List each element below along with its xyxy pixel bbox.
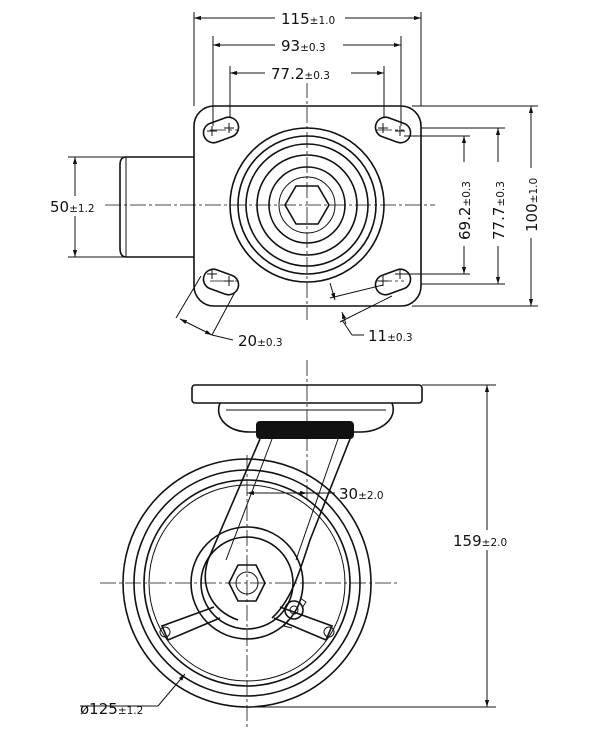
dim-plate-height-tol: ±1.0 [528, 178, 540, 204]
svg-text:93±0.3: 93±0.3 [281, 37, 326, 55]
dim-slot-v-outer: 77.7±0.3 [488, 128, 508, 284]
dim-slot-width-tol: ±0.3 [387, 332, 413, 344]
extension-lines-top [68, 12, 538, 307]
svg-text:77.7±0.3: 77.7±0.3 [490, 181, 508, 240]
dim-slot-v-outer-value: 77.7 [490, 207, 508, 240]
slot-bottom-left [202, 268, 240, 296]
svg-text:69.2±0.3: 69.2±0.3 [456, 181, 474, 240]
dim-slot-v-inner-value: 69.2 [456, 207, 474, 240]
dim-overall-height-tol: ±2.0 [482, 537, 508, 549]
dim-hole-spacing-inner-value: 77.2 [271, 65, 304, 83]
dim-plate-width-tol: ±1.0 [310, 15, 336, 27]
hex-nut-top [284, 185, 330, 225]
dim-plate-height-value: 100 [523, 203, 541, 232]
dim-hole-spacing-inner: 77.2±0.3 [230, 63, 384, 83]
dim-wheel-diameter-tol: ±1.2 [118, 705, 144, 717]
svg-text:100±1.0: 100±1.0 [523, 178, 541, 232]
dim-hole-spacing-outer: 93±0.3 [213, 35, 401, 55]
dim-slot-length-tol: ±0.3 [257, 337, 283, 349]
dim-offset-tol: ±2.0 [358, 490, 384, 502]
dim-plate-height: 100±1.0 [521, 106, 541, 306]
dim-hole-spacing-outer-value: 93 [281, 37, 300, 55]
dim-stem-height-tol: ±1.2 [69, 203, 95, 215]
fork-leg [204, 438, 351, 621]
dim-wheel-diameter-value: ø125 [80, 700, 118, 718]
dim-offset-value: 30 [339, 485, 358, 503]
dim-hole-spacing-inner-tol: ±0.3 [304, 70, 330, 82]
dim-overall-height-value: 159 [453, 532, 482, 550]
dim-plate-width-value: 115 [281, 10, 310, 28]
dim-slot-width-value: 11 [368, 327, 387, 345]
dim-slot-length: 20±0.3 [175, 275, 283, 350]
svg-text:77.2±0.3: 77.2±0.3 [271, 65, 330, 83]
dim-slot-width: 11±0.3 [329, 282, 413, 345]
stem-body [119, 156, 194, 258]
svg-text:20±0.3: 20±0.3 [238, 332, 283, 350]
top-plate [193, 105, 422, 307]
dim-overall-height: 159±2.0 [247, 384, 522, 708]
dim-plate-width: 115±1.0 [194, 8, 421, 28]
svg-text:115±1.0: 115±1.0 [281, 10, 335, 28]
svg-text:50±1.2: 50±1.2 [50, 198, 95, 216]
dim-slot-length-value: 20 [238, 332, 257, 350]
svg-text:11±0.3: 11±0.3 [368, 327, 413, 345]
svg-text:159±2.0: 159±2.0 [453, 532, 507, 550]
dim-stem-height: 50±1.2 [48, 157, 102, 257]
dim-slot-v-outer-tol: ±0.3 [495, 181, 507, 207]
dim-slot-v-inner-tol: ±0.3 [461, 181, 473, 207]
dim-offset: 30±2.0 [247, 485, 384, 503]
slot-bottom-right [374, 268, 412, 296]
side-view [100, 360, 423, 730]
dim-stem-height-value: 50 [50, 198, 69, 216]
dim-hole-spacing-outer-tol: ±0.3 [300, 42, 326, 54]
svg-text:30±2.0: 30±2.0 [339, 485, 384, 503]
slot-top-left [202, 116, 240, 144]
dim-wheel-diameter: ø125±1.2 [80, 673, 186, 718]
dim-slot-v-inner: 69.2±0.3 [454, 136, 474, 274]
top-view [105, 82, 435, 320]
fork-collar [256, 421, 354, 439]
svg-text:ø125±1.2: ø125±1.2 [80, 700, 143, 718]
grease-fitting [283, 597, 307, 629]
